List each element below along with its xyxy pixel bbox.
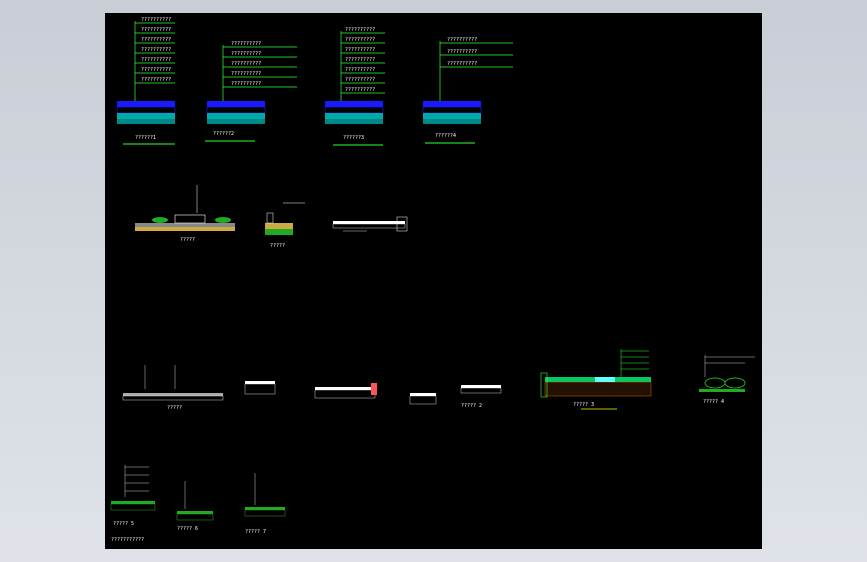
section-3: ?????????? ?????????? ?????????? ???????…: [324, 27, 385, 146]
detail-title: ?????: [270, 243, 285, 249]
layer-label: ??????????: [231, 41, 261, 47]
lower-detail-3: [314, 383, 377, 399]
layer-label: ??????????: [141, 47, 171, 53]
detail-title: ????? 2: [461, 403, 482, 409]
detail-title: ????? 6: [177, 526, 198, 532]
lower-detail-2: [244, 381, 276, 395]
layer-label: ??????????: [345, 27, 375, 33]
bottom-detail-3: ????? 7: [244, 473, 286, 535]
section-4: ?????????? ?????????? ?????????? ??????4: [422, 37, 513, 144]
layer-label: ??????????: [345, 67, 375, 73]
bottom-detail-2: ????? 6: [176, 481, 214, 532]
layer-label: ??????????: [141, 37, 171, 43]
layer-label: ??????????: [141, 57, 171, 63]
layer-label: ??????????: [345, 47, 375, 53]
bottom-detail-1: ????? 5 ???????????: [110, 465, 156, 543]
layer-label: ??????????: [231, 61, 261, 67]
layer-label: ??????????: [447, 61, 477, 67]
detail-title: ?????: [167, 405, 182, 411]
detail-edge-section: ?????: [265, 202, 305, 249]
layer-label: ??????????: [141, 77, 171, 83]
detail-title: ????? 4: [703, 399, 724, 405]
layer-label: ??????????: [141, 17, 171, 23]
detail-planter-section: ?????: [135, 185, 235, 243]
layer-label: ??????????: [231, 51, 261, 57]
layer-label: ??????????: [231, 71, 261, 77]
lower-detail-wall: ????? 3: [540, 349, 652, 410]
detail-curb-section: [332, 216, 408, 232]
layer-label: ??????????: [447, 49, 477, 55]
layer-label: ??????????: [141, 67, 171, 73]
lower-detail-5: ????? 2: [460, 385, 502, 409]
detail-title: ????? 5: [113, 521, 134, 527]
section-2: ?????????? ?????????? ?????????? ???????…: [205, 41, 297, 142]
layer-label: ??????????: [141, 27, 171, 33]
section-title: ??????3: [343, 135, 364, 141]
layer-label: ??????????: [447, 37, 477, 43]
cad-drawing-viewport[interactable]: ?????????? ?????????? ?????????? ???????…: [105, 13, 762, 549]
detail-title: ?????: [180, 237, 195, 243]
layer-label: ??????????: [345, 77, 375, 83]
layer-label: ??????????: [345, 37, 375, 43]
lower-detail-hedge: ????? 4: [699, 355, 755, 405]
layer-label: ??????????: [345, 57, 375, 63]
section-title: ??????4: [435, 133, 456, 139]
section-1: ?????????? ?????????? ?????????? ???????…: [116, 17, 176, 145]
section-title: ??????2: [213, 131, 234, 137]
section-title: ??????1: [135, 135, 156, 141]
footer-note: ???????????: [111, 537, 144, 543]
lower-detail-4: [409, 393, 437, 405]
detail-title: ????? 7: [245, 529, 266, 535]
detail-title: ????? 3: [573, 402, 594, 408]
layer-label: ??????????: [345, 87, 375, 93]
lower-detail-1: ?????: [122, 365, 224, 411]
layer-label: ??????????: [231, 81, 261, 87]
cad-drawing: ?????????? ?????????? ?????????? ???????…: [110, 17, 755, 543]
